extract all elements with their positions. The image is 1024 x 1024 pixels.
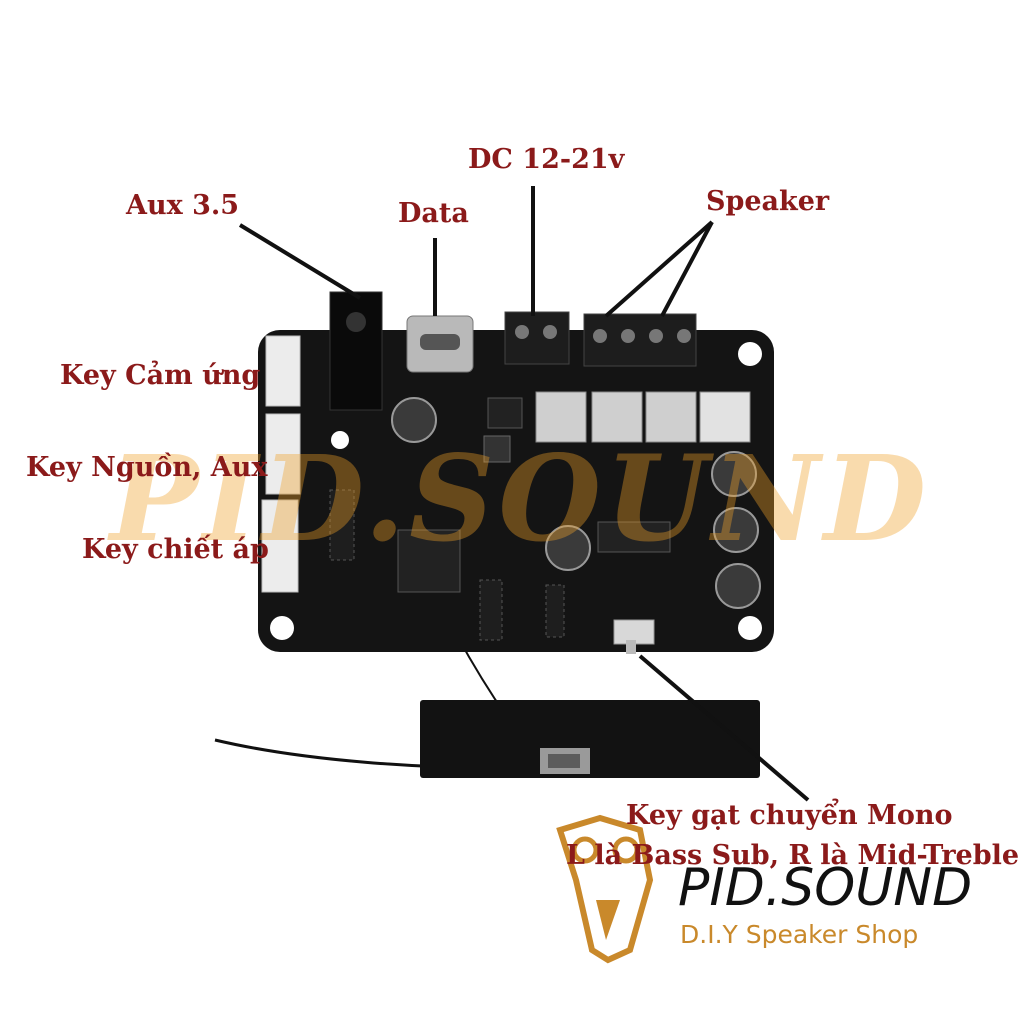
amp-chip — [597, 521, 671, 553]
pointer-speaker-1 — [604, 220, 714, 318]
connector-power — [265, 413, 301, 495]
pointer-aux — [238, 223, 362, 300]
logo-emblem — [556, 814, 654, 964]
logo-tagline: D.I.Y Speaker Shop — [680, 920, 919, 949]
capacitor — [545, 525, 591, 571]
capacitor — [713, 507, 759, 553]
label-key-pot: Key chiết áp — [82, 534, 269, 565]
dc-terminal — [504, 311, 570, 365]
label-speaker: Speaker — [706, 186, 830, 217]
pointer-speaker-2 — [660, 221, 714, 317]
connector-touch — [265, 335, 301, 407]
label-switch-line2: L là Bass Sub, R là Mid-Treble — [566, 840, 1020, 871]
main-chip — [397, 529, 461, 593]
inductor — [535, 391, 587, 443]
label-data: Data — [398, 198, 469, 229]
capacitor — [715, 563, 761, 609]
logo-name: PID.SOUND — [678, 858, 973, 918]
inductor — [645, 391, 697, 443]
label-key-power: Key Nguồn, Aux — [26, 452, 268, 483]
aux-jack — [329, 291, 383, 411]
label-aux: Aux 3.5 — [126, 190, 240, 221]
pointer-switch — [638, 654, 810, 802]
antenna-pad — [420, 700, 760, 778]
inductor — [699, 391, 751, 443]
watermark-text: PID.SOUND — [110, 429, 931, 568]
capacitor — [711, 451, 757, 497]
pcb — [258, 330, 774, 652]
label-dc: DC 12-21v — [468, 144, 625, 175]
label-key-touch: Key Cảm ứng — [60, 360, 261, 391]
inductor — [591, 391, 643, 443]
label-switch-line1: Key gạt chuyển Mono — [626, 800, 953, 831]
connector-pot — [261, 499, 299, 593]
capacitor — [391, 397, 437, 443]
